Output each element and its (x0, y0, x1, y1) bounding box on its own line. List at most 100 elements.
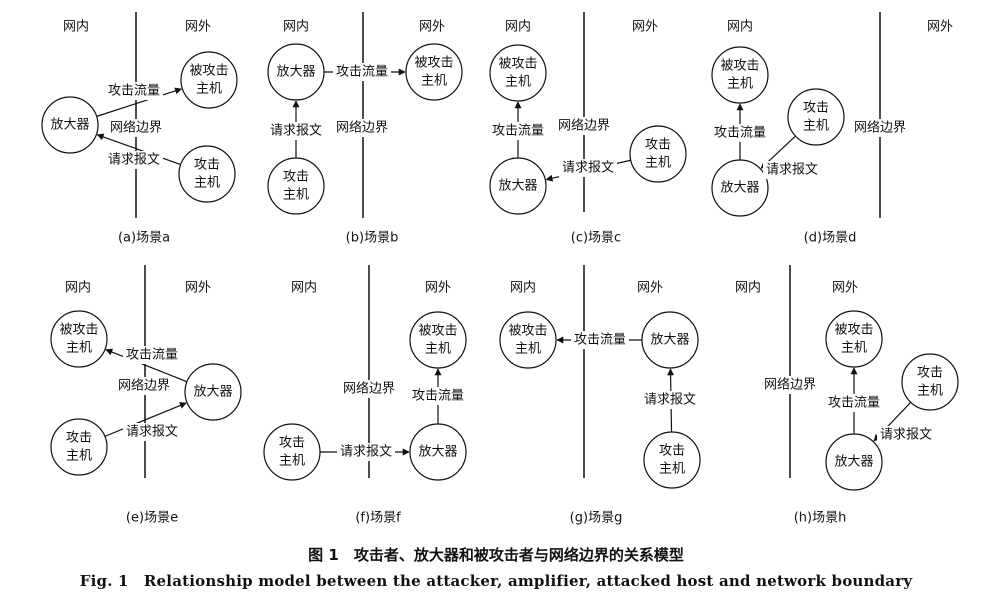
request-label-bg (337, 443, 395, 461)
attacker-label: 主机 (645, 156, 671, 171)
attacked-host-label: 被攻击 (189, 64, 228, 79)
request-label-bg (105, 151, 163, 169)
attacker-label: 主机 (283, 188, 309, 203)
request-label-bg (641, 391, 699, 409)
attacker-label: 攻击 (803, 101, 829, 116)
request-label: 请求报文 (880, 428, 932, 443)
panel-caption-g: (g)场景g (570, 511, 623, 526)
panel-caption-b: (b)场景b (346, 231, 399, 246)
attack-flow-label-bg (123, 346, 181, 364)
request-label-bg (763, 161, 821, 179)
attack-flow-label: 攻击流量 (412, 389, 464, 404)
panel-caption-f: (f)场景f (355, 511, 401, 526)
attack-flow-label: 攻击流量 (714, 126, 766, 141)
attacker-node (263, 423, 321, 481)
attacked-node (409, 311, 467, 369)
amplifier-label: 放大器 (418, 445, 457, 460)
attacked-host-label: 被攻击 (418, 324, 457, 339)
diagram-layer: 网内网外放大器被攻击主机攻击主机攻击流量网络边界请求报文(a)场景a网内网外放大… (41, 12, 959, 526)
request-label: 请求报文 (270, 124, 322, 139)
network-boundary-label-bg (761, 376, 819, 394)
request-arrow (104, 402, 187, 437)
attacked-node (180, 51, 238, 109)
request-label: 请求报文 (562, 161, 614, 176)
request-label: 请求报文 (126, 425, 178, 440)
inside-network-label: 网内 (63, 19, 89, 35)
panel-caption-c: (c)场景c (571, 231, 621, 246)
attacker-label: 攻击 (66, 431, 92, 446)
attack-flow-label: 攻击流量 (126, 348, 178, 363)
attack-flow-arrow (105, 348, 188, 383)
amplifier-node (184, 363, 242, 421)
attack-flow-label: 攻击流量 (492, 124, 544, 139)
attack-flow-label: 攻击流量 (574, 333, 626, 348)
figure-caption-en: Fig. 1 Relationship model between the at… (79, 572, 913, 590)
amplifier-node (41, 96, 99, 154)
attacker-node (643, 431, 701, 489)
inside-network-label: 网内 (291, 280, 317, 296)
outside-network-label: 网外 (927, 20, 953, 35)
attack-flow-label: 攻击流量 (108, 84, 160, 99)
request-label: 请求报文 (340, 445, 392, 460)
request-label: 请求报文 (766, 163, 818, 178)
network-boundary-label-bg (340, 380, 398, 398)
inside-network-label: 网内 (510, 280, 536, 296)
attacker-node (267, 157, 325, 215)
network-boundary-label: 网络边界 (854, 120, 906, 136)
outside-network-label: 网外 (425, 281, 451, 296)
request-label: 请求报文 (644, 393, 696, 408)
request-label: 请求报文 (108, 153, 160, 168)
panel-caption-d: (d)场景d (804, 231, 857, 246)
attack-flow-label-bg (489, 122, 547, 140)
attacked-host-label: 主机 (196, 82, 222, 97)
attacked-host-label: 主机 (425, 342, 451, 357)
panel-caption-a: (a)场景a (118, 231, 170, 246)
amplifier-label: 放大器 (834, 455, 873, 470)
request-label-bg (123, 423, 181, 441)
amplifier-label: 放大器 (498, 179, 537, 194)
attack-flow-label-bg (711, 124, 769, 142)
network-boundary-label: 网络边界 (118, 378, 170, 394)
network-boundary-label: 网络边界 (764, 377, 816, 393)
inside-network-label: 网内 (735, 280, 761, 296)
network-boundary-label: 网络边界 (558, 118, 610, 134)
attacked-node (499, 311, 557, 369)
attacker-label: 主机 (659, 462, 685, 477)
attacker-label: 主机 (194, 176, 220, 191)
outside-network-label: 网外 (185, 20, 211, 35)
attacked-host-label: 被攻击 (508, 324, 547, 339)
amplifier-label: 放大器 (276, 65, 315, 80)
attacker-label: 攻击 (659, 444, 685, 459)
attacker-label: 主机 (279, 454, 305, 469)
attacked-host-label: 被攻击 (414, 56, 453, 71)
attacker-label: 攻击 (279, 436, 305, 451)
attacker-node (629, 125, 687, 183)
attacked-host-label: 主机 (841, 341, 867, 356)
attacked-host-label: 被攻击 (498, 57, 537, 72)
attack-flow-label-bg (825, 394, 883, 412)
network-boundary-label-bg (333, 119, 391, 137)
attacker-label: 攻击 (194, 158, 220, 173)
attack-flow-label: 攻击流量 (828, 396, 880, 411)
attacker-node (787, 88, 845, 146)
attacked-host-label: 主机 (66, 341, 92, 356)
attacked-host-label: 被攻击 (59, 323, 98, 338)
attacked-host-label: 主机 (421, 74, 447, 89)
amplifier-label: 放大器 (193, 385, 232, 400)
attacker-label: 攻击 (283, 170, 309, 185)
outside-network-label: 网外 (832, 281, 858, 296)
network-boundary-label-bg (115, 377, 173, 395)
panel-caption-e: (e)场景e (126, 511, 178, 526)
outside-network-label: 网外 (637, 281, 663, 296)
outside-network-label: 网外 (632, 20, 658, 35)
amplifier-label: 放大器 (50, 118, 89, 133)
attack-flow-label-bg (571, 331, 629, 349)
scenario-diagram: 网内网外放大器被攻击主机攻击主机攻击流量网络边界请求报文(a)场景a网内网外放大… (41, 12, 959, 526)
attacked-node (711, 46, 769, 104)
network-boundary-label-bg (555, 117, 613, 135)
attacked-node (50, 310, 108, 368)
request-label-bg (267, 122, 325, 140)
attacker-node (50, 418, 108, 476)
attacked-node (489, 44, 547, 102)
attack-flow-label-bg (105, 82, 163, 100)
